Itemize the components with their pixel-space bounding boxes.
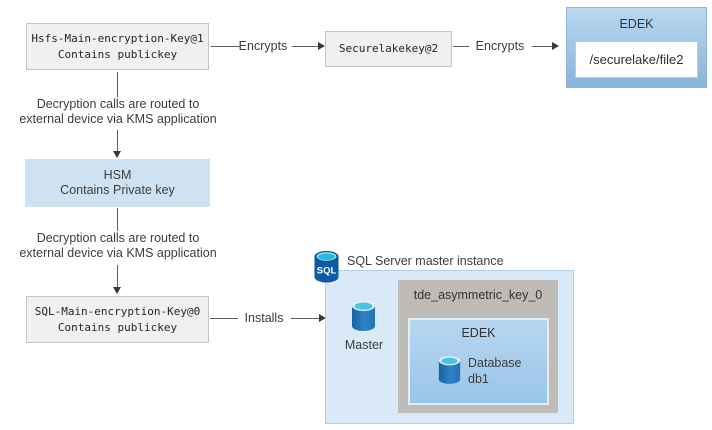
arrow-right-icon (319, 314, 326, 322)
securelake-key-label: Securelakekey@2 (338, 42, 439, 56)
edek-database-block: EDEK Database db1 (408, 318, 549, 405)
connector-line (453, 46, 469, 47)
decryption-note-top: Decryption calls are routed to external … (19, 97, 217, 126)
arrow-right-icon (552, 42, 559, 50)
connector-line (117, 208, 118, 231)
decryption-note-bottom: Decryption calls are routed to external … (19, 231, 217, 260)
sql-server-icon: SQL (314, 251, 339, 283)
arrow-down-icon (113, 287, 121, 294)
connector-line (117, 265, 118, 287)
sql-instance-title: SQL Server master instance (347, 254, 504, 268)
master-database-icon (352, 301, 375, 331)
connector-line (117, 130, 118, 151)
tde-asymmetric-key-label: tde_asymmetric_key_0 (413, 288, 543, 302)
connector-line (532, 46, 552, 47)
connector-line (117, 72, 118, 97)
master-database-label: Master (344, 338, 384, 352)
securelake-file-box: /securelake/file2 (575, 41, 698, 78)
hsm-label: HSM Contains Private key (60, 168, 175, 197)
encrypts-edge-label-1: Encrypts (238, 39, 288, 53)
securelake-file-path: /securelake/file2 (589, 52, 684, 67)
encrypts-edge-label-2: Encrypts (475, 39, 525, 53)
sql-main-encryption-key-box: SQL-Main-encryption-Key@0 Contains publi… (26, 296, 209, 343)
hdfs-main-encryption-key-label: Hsfs-Main-encryption-Key@1 Contains publ… (31, 32, 204, 61)
edek-file-title: EDEK (619, 17, 654, 31)
sql-main-encryption-key-label: SQL-Main-encryption-Key@0 Contains publi… (34, 305, 201, 334)
connector-line (291, 318, 319, 319)
edek-file-block: EDEK /securelake/file2 (566, 7, 707, 88)
sql-icon-text: SQL (317, 266, 337, 277)
securelake-key-box: Securelakekey@2 (325, 31, 452, 67)
database-db1-label: Database db1 (468, 356, 522, 387)
hsm-box: HSM Contains Private key (25, 159, 210, 207)
db1-database-icon (438, 356, 461, 384)
arrow-right-icon (318, 42, 325, 50)
connector-line (210, 318, 238, 319)
hdfs-main-encryption-key-box: Hsfs-Main-encryption-Key@1 Contains publ… (26, 23, 209, 70)
installs-edge-label: Installs (244, 311, 284, 325)
arrow-down-icon (113, 151, 121, 158)
connector-line (211, 46, 240, 47)
connector-line (292, 46, 318, 47)
edek-database-title: EDEK (461, 326, 496, 340)
